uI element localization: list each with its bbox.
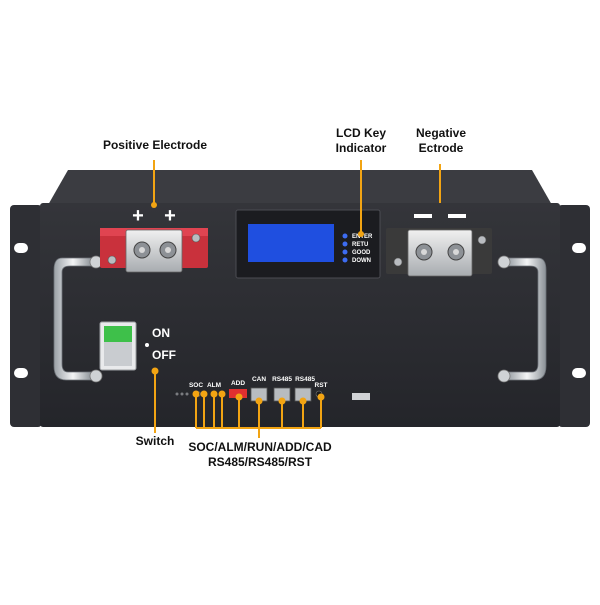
on-label: ON (152, 326, 170, 340)
port-label-rs485-a: RS485 (272, 376, 292, 383)
callout-negative-electrode: Negative Ectrode (400, 126, 482, 156)
callout-bracket-ports (195, 394, 322, 438)
breaker-switch[interactable] (99, 321, 137, 371)
callout-lcd-key-indicator: LCD Key Indicator (320, 126, 402, 156)
ear-hole (572, 243, 586, 253)
callout-dots (151, 202, 364, 405)
plus-sign-left: + (132, 205, 144, 227)
key-led-enter[interactable] (342, 233, 348, 239)
callout-ports-line2: RS485/RS485/RST (207, 455, 313, 469)
port-label-can: CAN (252, 376, 266, 383)
port-label-alm: ALM (207, 382, 221, 389)
key-label-down: DOWN (352, 258, 371, 264)
rack-ear-right (558, 205, 590, 427)
callout-lcd-line1: LCD Key (335, 126, 386, 140)
key-led-good[interactable] (342, 249, 348, 255)
vent-connector (352, 393, 370, 400)
ear-hole (14, 368, 28, 378)
rack-ear-left (10, 205, 42, 427)
lcd-screen (248, 224, 334, 262)
plus-sign-right: + (164, 205, 176, 227)
minus-sign-right (448, 214, 466, 218)
callout-lcd-line2: Indicator (335, 141, 387, 155)
indicator-dot (175, 392, 179, 396)
off-label: OFF (152, 348, 176, 362)
callout-lines (153, 160, 441, 438)
key-label-good: GOOD (352, 250, 371, 256)
indicator-dot (185, 392, 189, 396)
callout-switch: Switch (135, 434, 175, 448)
key-led-down[interactable] (342, 257, 348, 263)
add-dip-switch[interactable] (229, 389, 247, 398)
key-label-enter: ENTER (352, 234, 373, 240)
port-label-rst: RST (315, 382, 328, 389)
port-label-rs485-b: RS485 (295, 376, 315, 383)
ear-hole (14, 243, 28, 253)
key-label-retu: RETU (352, 242, 368, 248)
indicator-dot (180, 392, 184, 396)
switch-indicator-dot (145, 343, 149, 347)
callout-ports-line1: SOC/ALM/RUN/ADD/CAD (188, 440, 332, 454)
chassis-top (48, 170, 552, 205)
callout-negative-line1: Negative (415, 126, 467, 140)
callout-positive-electrode: Positive Electrode (102, 138, 208, 152)
port-label-soc: SOC (189, 382, 203, 389)
ear-hole (572, 368, 586, 378)
positive-terminal (100, 228, 208, 273)
key-led-retu[interactable] (342, 241, 348, 247)
callout-ports: SOC/ALM/RUN/ADD/CAD RS485/RS485/RST (170, 440, 350, 470)
handle-right (497, 255, 547, 383)
negative-terminal (386, 228, 492, 277)
port-strip (175, 387, 370, 402)
callout-negative-line2: Ectrode (418, 141, 464, 155)
port-label-add: ADD (231, 380, 245, 387)
lcd-keys: ENTER RETU GOOD DOWN (342, 233, 373, 264)
handle-left (53, 255, 103, 383)
minus-sign-left (414, 214, 432, 218)
